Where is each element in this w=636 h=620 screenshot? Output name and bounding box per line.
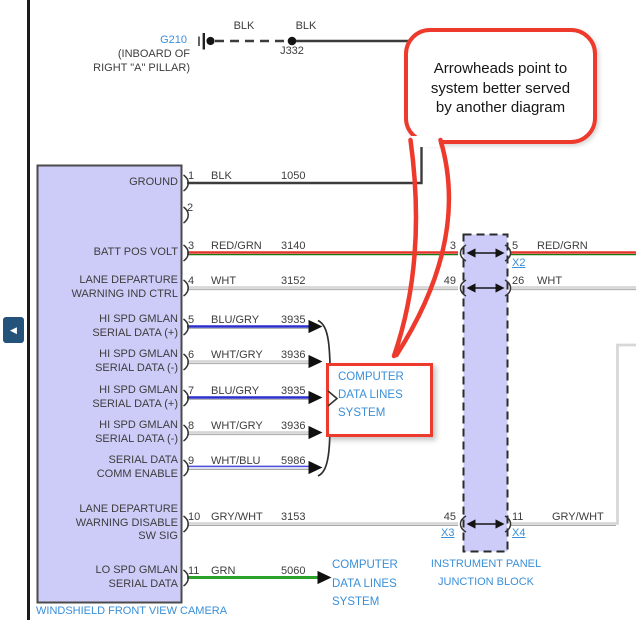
pin-number: 3 (188, 240, 195, 252)
pin-number: 45 (443, 511, 456, 523)
pin-number: 6 (188, 349, 195, 361)
pin-label: HI SPD GMLAN SERIAL DATA (-) (95, 419, 178, 445)
splice-label: J332 (280, 45, 304, 57)
wire-color-label: GRY/WHT (211, 511, 263, 523)
system-link-computer-data-lines[interactable]: COMPUTER DATA LINES SYSTEM (338, 371, 404, 419)
wire-grn (187, 570, 332, 585)
pin-number: 2 (187, 202, 194, 214)
pin-label: SERIAL DATA COMM ENABLE (96, 454, 178, 480)
wire-blu-gry-2 (187, 390, 323, 405)
system-link-computer-data-lines[interactable]: COMPUTER DATA LINES SYSTEM (332, 559, 398, 608)
ground-wire-blk (187, 36, 423, 185)
page-left-border (27, 0, 30, 620)
pin-number: 26 (512, 275, 525, 287)
pin-number: 1 (188, 170, 195, 182)
ground-location-label: (INBOARD OF RIGHT "A" PILLAR) (93, 48, 190, 74)
wire-wht-gry-2 (187, 425, 323, 440)
pin-number: 9 (188, 455, 195, 467)
ground-symbol-icon (198, 33, 215, 50)
pin-number: 49 (443, 275, 456, 287)
callout-bubble: Arrowheads point to system better served… (404, 28, 597, 144)
wire-gry-wht (187, 343, 636, 526)
collector-chevron-icon (327, 390, 339, 407)
arrowhead-icon (308, 390, 323, 405)
arrowhead-icon (308, 460, 323, 475)
circuit-number: 1050 (281, 170, 306, 182)
circuit-number: 5060 (281, 565, 306, 577)
chevron-left-icon: ◀ (10, 324, 17, 335)
wire-color-label: BLK (295, 20, 317, 32)
pin-label: HI SPD GMLAN SERIAL DATA (+) (92, 313, 178, 339)
pin-label: GROUND (129, 176, 178, 188)
pin-number: 5 (188, 314, 195, 326)
camera-component-name[interactable]: WINDSHIELD FRONT VIEW CAMERA (36, 605, 228, 617)
arrowhead-icon (317, 570, 332, 585)
arrowhead-icon (308, 354, 323, 369)
connector-link-x2[interactable]: X2 (512, 257, 526, 269)
circuit-number: 3936 (281, 420, 306, 432)
wire-color-label: RED/GRN (211, 240, 262, 252)
ground-link-g210[interactable]: G210 (160, 34, 187, 46)
callout-text: Arrowheads point to system better served… (430, 60, 571, 116)
wire-color-label: BLU/GRY (211, 385, 260, 397)
arrowhead-icon (308, 425, 323, 440)
pin-number: 11 (188, 565, 200, 577)
wire-color-label: WHT/GRY (211, 420, 263, 432)
junction-connectors (459, 244, 512, 533)
pin-number: 10 (188, 511, 201, 523)
wire-color-label: BLK (233, 20, 255, 32)
wire-color-label: GRY/WHT (552, 511, 604, 523)
junction-block-box (462, 233, 509, 553)
camera-pin-connectors (183, 174, 189, 587)
pin-label: LO SPD GMLAN SERIAL DATA (95, 564, 178, 590)
pass-through-arrows (466, 248, 505, 529)
wire-blu-gry-1 (187, 319, 323, 334)
highlight-box (326, 363, 433, 437)
wire-color-label: RED/GRN (537, 240, 588, 252)
wire-color-label: WHT (211, 275, 237, 287)
pin-label: BATT POS VOLT (93, 246, 178, 258)
camera-box (36, 164, 183, 604)
wire-color-label: GRN (211, 565, 236, 577)
pin-number: 11 (512, 511, 524, 523)
wire-color-label: BLU/GRY (211, 314, 260, 326)
circuit-number: 3935 (281, 385, 306, 397)
junction-block-name[interactable]: INSTRUMENT PANEL JUNCTION BLOCK (430, 558, 542, 588)
pin-number: 4 (188, 275, 195, 287)
pin-number: 8 (188, 420, 195, 432)
wire-color-label: BLK (211, 170, 232, 182)
connector-link-x3[interactable]: X3 (441, 527, 455, 539)
pin-number: 5 (512, 240, 519, 252)
circuit-number: 5986 (281, 455, 306, 467)
wire-wht-blu (187, 460, 323, 475)
splice-dot-icon (287, 36, 297, 46)
pin-label: HI SPD GMLAN SERIAL DATA (-) (95, 348, 178, 374)
pin-number: 3 (449, 240, 456, 252)
circuit-number: 3935 (281, 314, 306, 326)
arrowhead-icon (308, 319, 323, 334)
wire-color-label: WHT/GRY (211, 349, 263, 361)
pin-label: LANE DEPARTURE WARNING IND CTRL (71, 274, 178, 300)
connector-link-x4[interactable]: X4 (512, 527, 526, 539)
circuit-number: 3153 (281, 511, 306, 523)
pin-label: HI SPD GMLAN SERIAL DATA (+) (92, 384, 178, 410)
circuit-number: 3936 (281, 349, 306, 361)
circuit-number: 3152 (281, 275, 306, 287)
pin-label: LANE DEPARTURE WARNING DISABLE SW SIG (75, 503, 178, 542)
wire-wht-gry-1 (187, 354, 323, 369)
pin-number: 7 (188, 385, 195, 397)
wire-color-label: WHT/BLU (211, 455, 261, 467)
prev-page-button[interactable]: ◀ (3, 317, 24, 343)
wire-wht (187, 286, 636, 291)
circuit-number: 3140 (281, 240, 306, 252)
wire-color-label: WHT (537, 275, 563, 287)
